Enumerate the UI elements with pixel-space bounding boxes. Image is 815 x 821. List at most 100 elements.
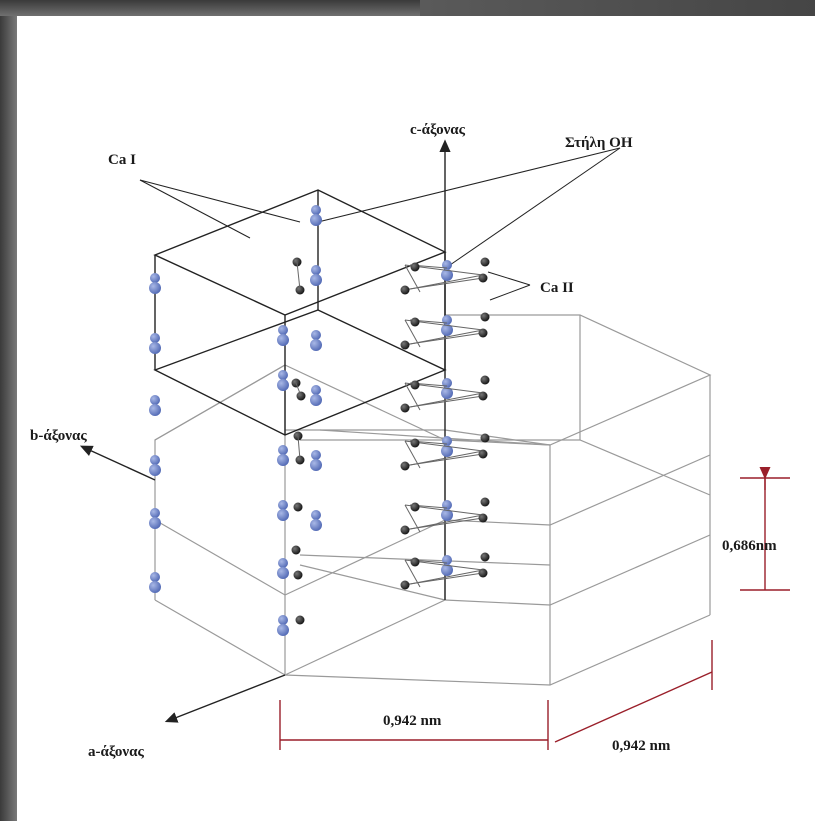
oh-atom — [311, 385, 321, 395]
oh-atom — [278, 325, 288, 335]
ca-atom — [478, 391, 488, 401]
ca-atom — [293, 570, 303, 580]
ca-atom — [410, 317, 420, 327]
oh-atom — [277, 567, 289, 579]
oh-atom — [277, 624, 289, 636]
oh-atom — [150, 333, 160, 343]
ca-atom — [478, 449, 488, 459]
oh-atom — [310, 459, 322, 471]
oh-atom — [277, 509, 289, 521]
oh-atom — [441, 387, 453, 399]
b-axis-label: b-άξονας — [30, 428, 87, 444]
ca-atom — [480, 257, 490, 267]
oh-column-label: Στήλη ΟΗ — [565, 135, 633, 151]
oh-atom — [278, 370, 288, 380]
oh-atom — [441, 269, 453, 281]
oh-atom — [442, 378, 452, 388]
oh-atom — [441, 564, 453, 576]
ca-i-label: Ca I — [108, 152, 136, 168]
oh-atom — [278, 445, 288, 455]
ca-atom — [410, 380, 420, 390]
atom-bond — [297, 435, 301, 461]
ca-atom — [480, 312, 490, 322]
ca-atom — [400, 285, 410, 295]
atom-bond — [402, 517, 484, 531]
oh-atom — [311, 265, 321, 275]
c-axis-label: c-άξονας — [410, 122, 466, 138]
oh-atom — [442, 315, 452, 325]
ca-atom — [400, 403, 410, 413]
atom-bond — [402, 453, 484, 467]
oh-atom — [149, 581, 161, 593]
ca-atom — [400, 525, 410, 535]
oh-atom — [150, 455, 160, 465]
a-dimension-front-label: 0,942 nm — [383, 713, 442, 729]
oh-atom — [150, 273, 160, 283]
ca-atom — [480, 433, 490, 443]
atoms-layer — [149, 205, 490, 636]
oh-atom — [149, 404, 161, 416]
oh-atom — [310, 214, 322, 226]
ca-atom — [478, 513, 488, 523]
ca-atom — [410, 438, 420, 448]
oh-atom — [277, 454, 289, 466]
oh-atom — [441, 509, 453, 521]
oh-atom — [150, 572, 160, 582]
ca-atom — [410, 557, 420, 567]
oh-atom — [149, 282, 161, 294]
atom-bond — [402, 395, 484, 409]
oh-atom — [311, 510, 321, 520]
oh-atom — [311, 450, 321, 460]
dimension-lines — [279, 466, 790, 750]
ca-atom — [480, 552, 490, 562]
oh-atom — [442, 260, 452, 270]
ca-atom — [293, 502, 303, 512]
text-labels: c-άξονας Στήλη ΟΗ Ca I Ca II b-άξονας a-… — [30, 122, 777, 760]
atom-bond — [295, 382, 302, 397]
oh-atom — [150, 395, 160, 405]
ca-atom — [291, 545, 301, 555]
top-frame-border-right — [420, 0, 815, 16]
ca-atom — [478, 328, 488, 338]
oh-atom — [310, 519, 322, 531]
oh-atom — [277, 334, 289, 346]
oh-atom — [149, 342, 161, 354]
oh-atom — [278, 615, 288, 625]
leader-lines — [139, 147, 621, 301]
a-axis-label: a-άξονας — [88, 744, 144, 760]
oh-atom — [441, 324, 453, 336]
ca-atom — [480, 375, 490, 385]
oh-atom — [278, 500, 288, 510]
cell-wireframe — [154, 314, 712, 686]
oh-atom — [150, 508, 160, 518]
ca-atom — [295, 615, 305, 625]
oh-atom — [278, 558, 288, 568]
c-dimension-label: 0,686nm — [722, 538, 777, 554]
oh-atom — [149, 517, 161, 529]
a-dimension-side-label: 0,942 nm — [612, 738, 671, 754]
ca-atom — [400, 340, 410, 350]
oh-atom — [442, 555, 452, 565]
ca-atom — [410, 502, 420, 512]
oh-atom — [310, 339, 322, 351]
ca-atom — [478, 273, 488, 283]
atom-bond — [296, 261, 301, 291]
ca-atom — [480, 497, 490, 507]
oh-atom — [310, 274, 322, 286]
ca-atom — [400, 461, 410, 471]
oh-atom — [149, 464, 161, 476]
oh-atom — [311, 330, 321, 340]
axes — [79, 139, 451, 723]
atom-bond — [402, 572, 484, 586]
left-frame-border — [0, 0, 17, 821]
oh-atom — [442, 436, 452, 446]
oh-atom — [442, 500, 452, 510]
atom-bond — [402, 277, 484, 291]
oh-atom — [277, 379, 289, 391]
oh-atom — [441, 445, 453, 457]
ca-atom — [478, 568, 488, 578]
oh-atom — [311, 205, 321, 215]
oh-atom — [310, 394, 322, 406]
ca-ii-label: Ca II — [540, 280, 574, 296]
